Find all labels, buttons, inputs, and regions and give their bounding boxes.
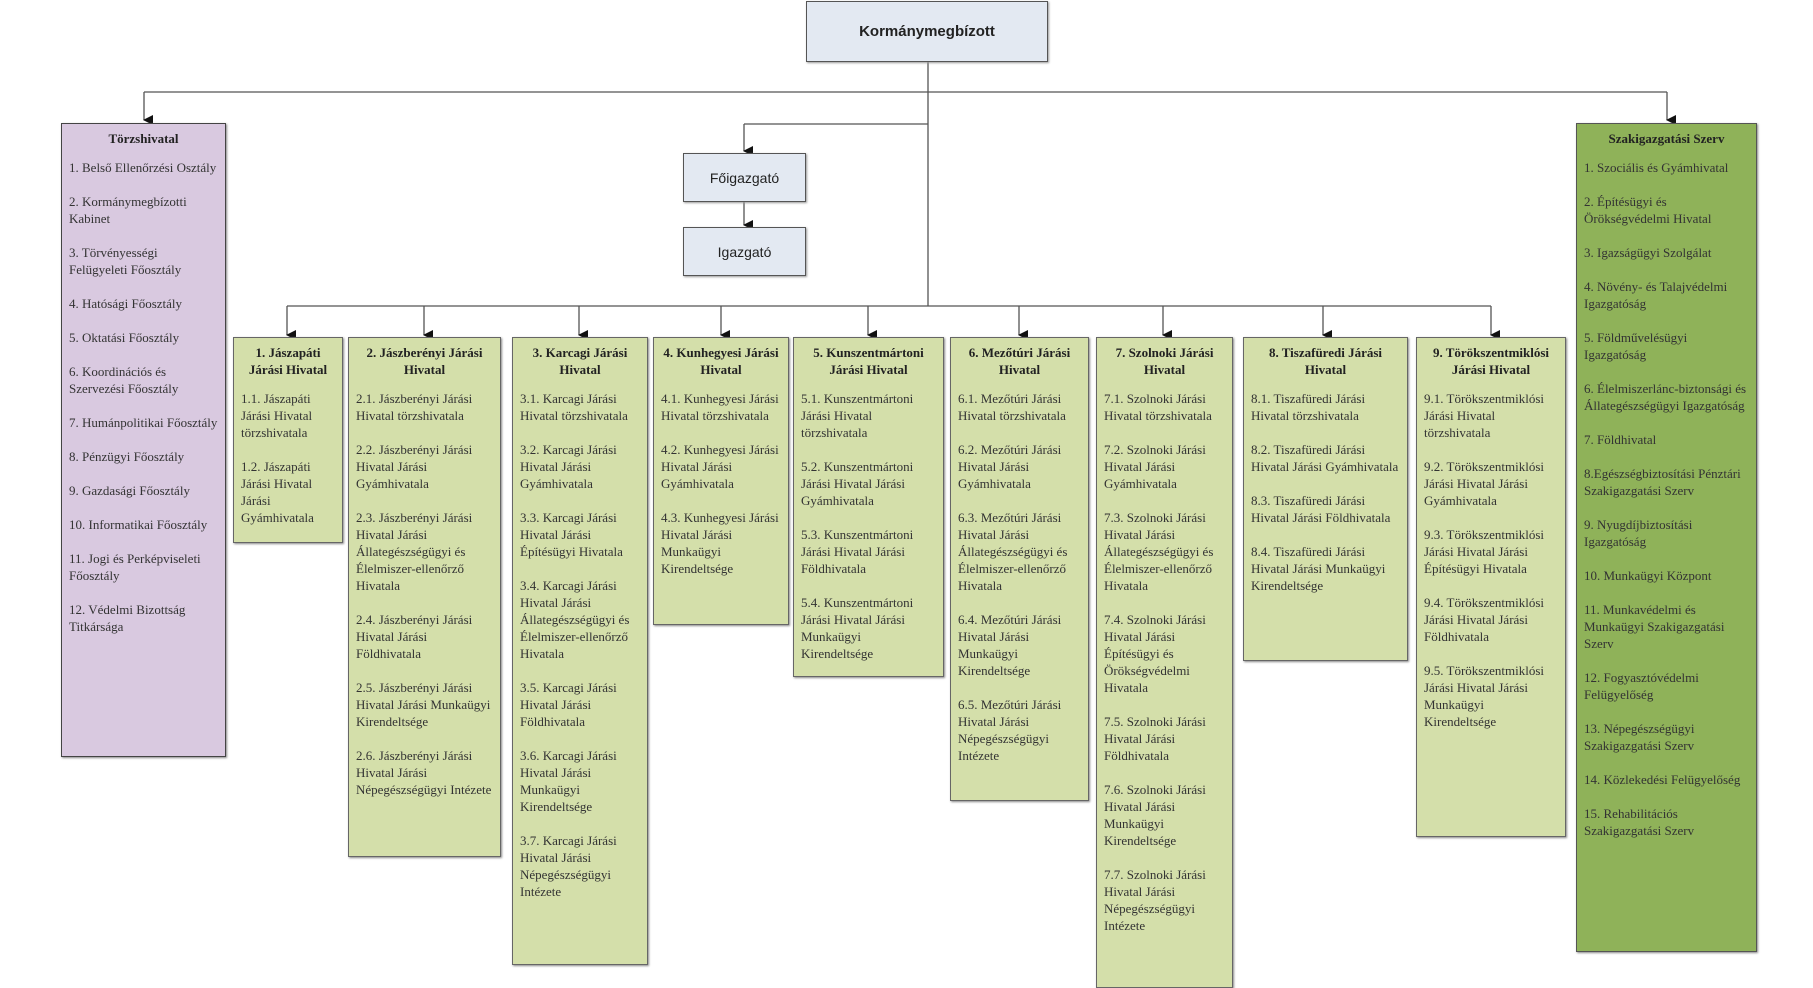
list-item: 3.4. Karcagi Járási Hivatal Járási Állat… — [520, 578, 630, 661]
list-item: 7.4. Szolnoki Járási Hivatal Járási Épít… — [1104, 612, 1206, 695]
list-item: 1.2. Jászapáti Járási Hivatal Járási Gyá… — [241, 459, 314, 525]
igazgato-box: Igazgató — [683, 227, 806, 276]
list-item: 5. Oktatási Főosztály — [69, 330, 180, 345]
list-item: 1.1. Jászapáti Járási Hivatal törzshivat… — [241, 391, 313, 440]
district-box-torokszentmiklosi: 9. Törökszentmiklósi Járási Hivatal 9.1.… — [1416, 337, 1566, 837]
list-item: 7.7. Szolnoki Járási Hivatal Járási Népe… — [1104, 867, 1206, 933]
list-item: 2.1. Jászberényi Járási Hivatal törzshiv… — [356, 391, 473, 423]
list-item: 6.5. Mezőtúri Járási Hivatal Járási Népe… — [958, 697, 1062, 763]
list-item: 12. Fogyasztóvédelmi Felügyelőség — [1584, 670, 1699, 702]
list-item: 3.5. Karcagi Járási Hivatal Járási Földh… — [520, 680, 617, 729]
list-item: 8.2. Tiszafüredi Járási Hivatal Járási G… — [1251, 442, 1399, 474]
list-item: 2.3. Jászberényi Járási Hivatal Járási Á… — [356, 510, 473, 593]
list-item: 11. Munkavédelmi és Munkaügyi Szakigazga… — [1584, 602, 1725, 651]
list-item: 5.1. Kunszentmártoni Járási Hivatal törz… — [801, 391, 914, 440]
district-box-mezoturi: 6. Mezőtúri Járási Hivatal 6.1. Mezőtúri… — [950, 337, 1089, 801]
szakigazgatasi-title: Szakigazgatási Szerv — [1608, 131, 1725, 146]
szakigazgatasi-szerv-box: Szakigazgatási Szerv 1. Szociális és Gyá… — [1576, 123, 1757, 952]
list-item: 3.3. Karcagi Járási Hivatal Járási Építé… — [520, 510, 623, 559]
list-item: 6.3. Mezőtúri Járási Hivatal Járási Álla… — [958, 510, 1068, 593]
list-item: 7.6. Szolnoki Járási Hivatal Járási Munk… — [1104, 782, 1206, 848]
list-item: 3.6. Karcagi Járási Hivatal Járási Munka… — [520, 748, 617, 814]
list-item: 7. Humánpolitikai Főosztály — [69, 415, 218, 430]
list-item: 3. Igazságügyi Szolgálat — [1584, 245, 1712, 260]
list-item: 8.3. Tiszafüredi Járási Hivatal Járási F… — [1251, 493, 1391, 525]
list-item: 2.4. Jászberényi Járási Hivatal Járási F… — [356, 612, 473, 661]
district-title: 1. Jászapáti Járási Hivatal — [248, 345, 328, 377]
list-item: 2.5. Jászberényi Járási Hivatal Járási M… — [356, 680, 491, 729]
list-item: 5.3. Kunszentmártoni Járási Hivatal Járá… — [801, 527, 914, 576]
list-item: 4.1. Kunhegyesi Járási Hivatal törzshiva… — [661, 391, 779, 423]
list-item: 5. Földművelésügyi Igazgatóság — [1584, 330, 1688, 362]
list-item: 15. Rehabilitációs Szakigazgatási Szerv — [1584, 806, 1695, 838]
list-item: 14. Közlekedési Felügyelőség — [1584, 772, 1741, 787]
district-box-kunhegyesi: 4. Kunhegyesi Járási Hivatal 4.1. Kunheg… — [653, 337, 789, 625]
list-item: 6.4. Mezőtúri Járási Hivatal Járási Munk… — [958, 612, 1062, 678]
list-item: 6.2. Mezőtúri Járási Hivatal Járási Gyám… — [958, 442, 1062, 491]
district-title: 5. Kunszentmártoni Járási Hivatal — [813, 345, 924, 377]
list-item: 9.2. Törökszentmiklósi Járási Hivatal Já… — [1424, 459, 1545, 508]
district-box-szolnoki: 7. Szolnoki Járási Hivatal 7.1. Szolnoki… — [1096, 337, 1233, 988]
list-item: 8.Egészségbiztosítási Pénztári Szakigazg… — [1584, 466, 1741, 498]
district-title: 7. Szolnoki Járási Hivatal — [1115, 345, 1214, 377]
list-item: 3.1. Karcagi Járási Hivatal törzshivatal… — [520, 391, 628, 423]
list-item: 7.3. Szolnoki Járási Hivatal Járási Álla… — [1104, 510, 1214, 593]
district-box-kunszentmartoni: 5. Kunszentmártoni Járási Hivatal 5.1. K… — [793, 337, 944, 677]
list-item: 9. Gazdasági Főosztály — [69, 483, 190, 498]
district-title: 6. Mezőtúri Járási Hivatal — [968, 345, 1071, 377]
list-item: 7.2. Szolnoki Járási Hivatal Járási Gyám… — [1104, 442, 1206, 491]
list-item: 9.5. Törökszentmiklósi Járási Hivatal Já… — [1424, 663, 1545, 729]
district-title: 2. Jászberényi Járási Hivatal — [366, 345, 483, 377]
list-item: 9.1. Törökszentmiklósi Járási Hivatal tö… — [1424, 391, 1545, 440]
list-item: 13. Népegészségügyi Szakigazgatási Szerv — [1584, 721, 1695, 753]
district-box-jaszapati: 1. Jászapáti Járási Hivatal 1.1. Jászapá… — [233, 337, 343, 543]
list-item: 12. Védelmi Bizottság Titkársága — [69, 602, 186, 634]
district-title: 3. Karcagi Járási Hivatal — [532, 345, 628, 377]
list-item: 9.3. Törökszentmiklósi Járási Hivatal Já… — [1424, 527, 1545, 576]
list-item: 2.6. Jászberényi Járási Hivatal Járási N… — [356, 748, 492, 797]
list-item: 5.2. Kunszentmártoni Járási Hivatal Járá… — [801, 459, 914, 508]
district-box-jaszberenyi: 2. Jászberényi Járási Hivatal 2.1. Jászb… — [348, 337, 501, 857]
list-item: 6.1. Mezőtúri Járási Hivatal törzshivata… — [958, 391, 1066, 423]
torzshivatal-title: Törzshivatal — [108, 131, 179, 146]
torzshivatal-box: Törzshivatal 1. Belső Ellenőrzési Osztál… — [61, 123, 226, 757]
list-item: 10. Munkaügyi Központ — [1584, 568, 1712, 583]
list-item: 6. Koordinációs és Szervezési Főosztály — [69, 364, 179, 396]
list-item: 3.7. Karcagi Járási Hivatal Járási Népeg… — [520, 833, 617, 899]
list-item: 9.4. Törökszentmiklósi Járási Hivatal Já… — [1424, 595, 1545, 644]
list-item: 1. Szociális és Gyámhivatal — [1584, 160, 1729, 175]
list-item: 4.3. Kunhegyesi Járási Hivatal Járási Mu… — [661, 510, 779, 576]
list-item: 4. Növény- és Talajvédelmi Igazgatóság — [1584, 279, 1728, 311]
list-item: 10. Informatikai Főosztály — [69, 517, 208, 532]
foigazgato-box: Főigazgató — [683, 153, 806, 202]
district-title: 8. Tiszafüredi Járási Hivatal — [1268, 345, 1383, 377]
list-item: 7.5. Szolnoki Járási Hivatal Járási Föld… — [1104, 714, 1206, 763]
list-item: 8. Pénzügyi Főosztály — [69, 449, 185, 464]
list-item: 7. Földhivatal — [1584, 432, 1657, 447]
list-item: 5.4. Kunszentmártoni Járási Hivatal Járá… — [801, 595, 914, 661]
list-item: 7.1. Szolnoki Járási Hivatal törzshivata… — [1104, 391, 1212, 423]
district-box-tiszafuredi: 8. Tiszafüredi Járási Hivatal 8.1. Tisza… — [1243, 337, 1408, 661]
list-item: 1. Belső Ellenőrzési Osztály — [69, 160, 217, 175]
list-item: 3.2. Karcagi Járási Hivatal Járási Gyámh… — [520, 442, 617, 491]
district-title: 9. Törökszentmiklósi Járási Hivatal — [1432, 345, 1550, 377]
district-box-karcagi: 3. Karcagi Járási Hivatal 3.1. Karcagi J… — [512, 337, 648, 965]
list-item: 9. Nyugdíjbiztosítási Igazgatóság — [1584, 517, 1693, 549]
list-item: 11. Jogi és Perképviseleti Főosztály — [69, 551, 201, 583]
list-item: 3. Törvényességi Felügyeleti Főosztály — [69, 245, 182, 277]
kormanymegbizott-box: Kormánymegbízott — [806, 1, 1048, 62]
list-item: 2. Kormánymegbízotti Kabinet — [69, 194, 187, 226]
list-item: 2.2. Jászberényi Járási Hivatal Járási G… — [356, 442, 473, 491]
list-item: 4.2. Kunhegyesi Járási Hivatal Járási Gy… — [661, 442, 779, 491]
list-item: 2. Építésügyi és Örökségvédelmi Hivatal — [1584, 194, 1712, 226]
list-item: 6. Élelmiszerlánc-biztonsági és Állategé… — [1584, 381, 1747, 413]
list-item: 4. Hatósági Főosztály — [69, 296, 183, 311]
list-item: 8.4. Tiszafüredi Járási Hivatal Járási M… — [1251, 544, 1386, 593]
district-title: 4. Kunhegyesi Járási Hivatal — [663, 345, 779, 377]
list-item: 8.1. Tiszafüredi Járási Hivatal törzshiv… — [1251, 391, 1366, 423]
